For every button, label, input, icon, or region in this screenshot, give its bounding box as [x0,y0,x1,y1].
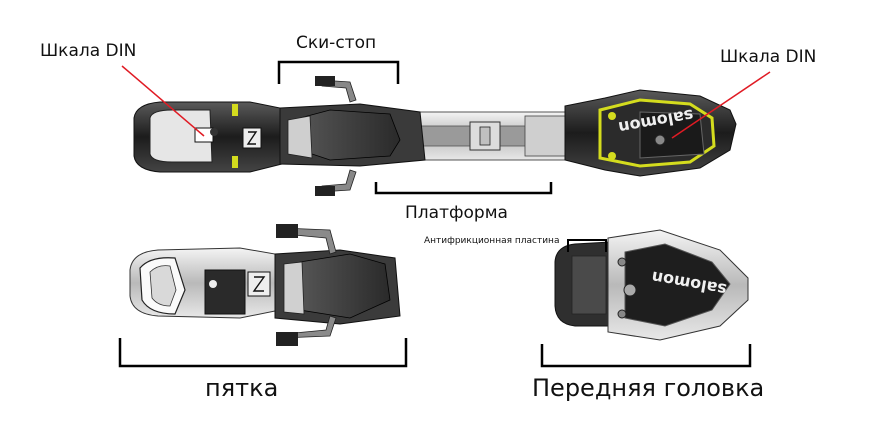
bracket-toe-piece [540,344,752,368]
label-din-scale-toe: Шкала DIN [720,47,817,67]
bracket-ski-stop [277,60,400,84]
bracket-platform [374,182,553,195]
full-binding-illustration: salomon [133,76,737,196]
label-heel: пятка [205,374,279,402]
label-platform: Платформа [405,203,508,223]
pointer-din-left [121,65,205,137]
bracket-anti-friction-plate [567,239,607,252]
heel-illustration [129,224,401,346]
bracket-heel [118,338,408,368]
toe-piece-illustration: salomon [554,229,749,341]
label-din-scale-heel: Шкала DIN [40,41,137,61]
pointer-din-right [671,71,771,139]
label-anti-friction-plate: Антифрикционная пластина [424,236,560,246]
label-ski-stop: Ски-стоп [296,33,377,53]
label-toe-piece: Передняя головка [532,374,765,402]
